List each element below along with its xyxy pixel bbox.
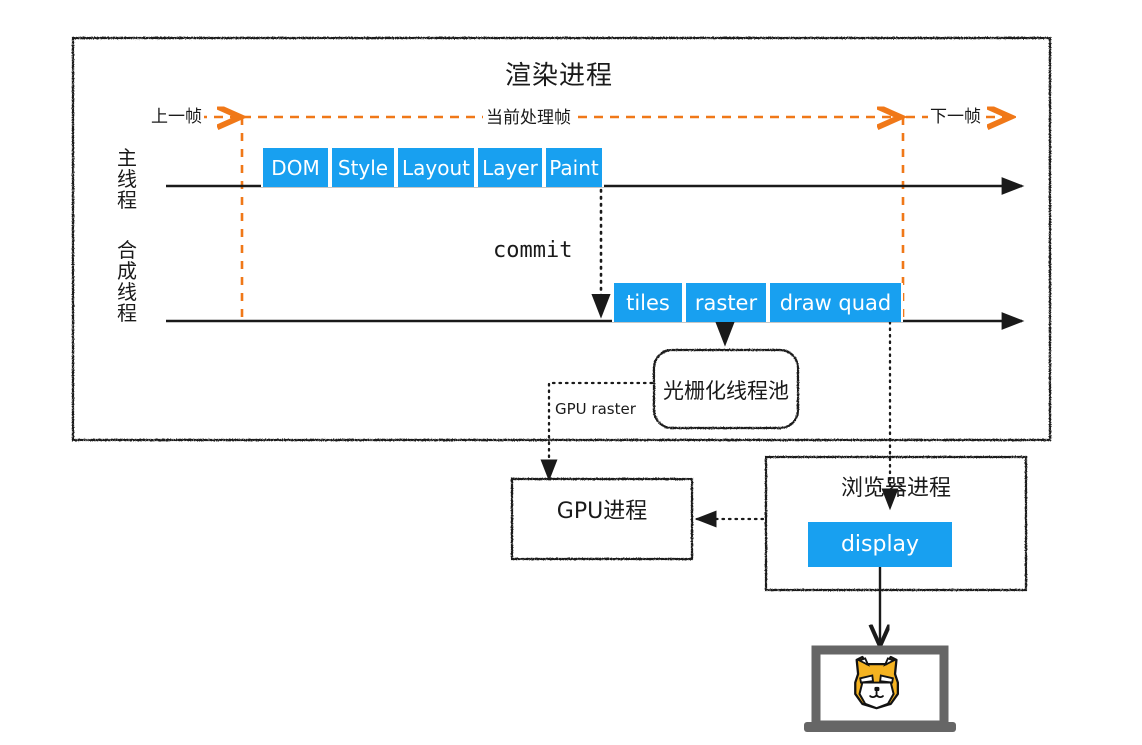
lane-label-compositor-thread: 合 成 线 程 <box>112 240 142 324</box>
display-block-label: display <box>840 532 920 557</box>
laptop-with-shiba-icon <box>804 645 956 732</box>
lane-label-compositor-thread-ch0: 合 <box>117 238 137 262</box>
lane-label-compositor-thread-ch2: 线 <box>117 280 137 304</box>
compositor-block-label: raster <box>694 290 758 315</box>
lane-label-main-thread-ch2: 程 <box>117 188 137 212</box>
display-block: display <box>808 522 952 567</box>
gpu-process-box <box>510 477 694 561</box>
frame-label-next: 下一帧 <box>928 102 983 127</box>
raster-thread-pool-label: 光栅化线程池 <box>663 379 789 403</box>
pipeline-block-label: DOM <box>271 155 320 180</box>
compositor-block-label: draw quad <box>779 290 892 315</box>
browser-process-box <box>764 455 1028 592</box>
raster-thread-pool-box <box>652 348 800 430</box>
gpu-raster-path <box>540 381 654 482</box>
frame-label-previous: 上一帧 <box>149 102 204 127</box>
renderer-process-box <box>71 36 1052 442</box>
compositor-block-draw-quad: draw quad <box>768 283 903 322</box>
pipeline-block-label: Layer <box>482 155 538 180</box>
lane-label-main-thread-ch0: 主 <box>117 146 137 170</box>
gpu-process-label: GPU进程 <box>556 499 648 524</box>
pipeline-block-label: Style <box>337 155 389 180</box>
pipeline-block-paint: Paint <box>544 148 604 187</box>
gpu-raster-label: GPU raster <box>555 400 636 418</box>
page-title: 渲染进程 <box>505 61 614 91</box>
lane-label-main-thread: 主 线 程 <box>112 148 142 211</box>
pipeline-block-label: Layout <box>402 155 470 180</box>
pipeline-block-dom: DOM <box>261 148 330 187</box>
pipeline-block-style: Style <box>330 148 396 187</box>
compositor-block-label: tiles <box>626 290 670 315</box>
pipeline-block-label: Paint <box>549 155 599 180</box>
browser-process-label: 浏览器进程 <box>840 476 951 501</box>
compositor-block-raster: raster <box>684 283 768 322</box>
frame-label-current: 当前处理帧 <box>483 103 574 128</box>
lane-label-compositor-thread-ch1: 成 <box>117 259 137 283</box>
compositor-block-tiles: tiles <box>612 283 684 322</box>
commit-label: commit <box>493 238 573 263</box>
lane-label-compositor-thread-ch3: 程 <box>117 301 137 325</box>
pipeline-block-layer: Layer <box>476 148 544 187</box>
lane-label-main-thread-ch1: 线 <box>117 167 137 191</box>
pipeline-block-layout: Layout <box>396 148 476 187</box>
